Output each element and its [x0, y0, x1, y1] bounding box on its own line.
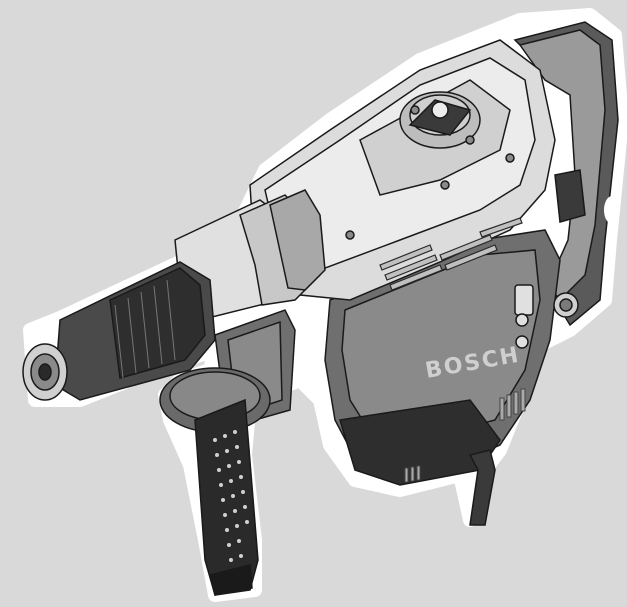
auxiliary-handle [159, 309, 296, 596]
grip-texture [213, 430, 249, 562]
rear-handle [513, 21, 620, 327]
power-cord [468, 449, 496, 526]
motor-housing: BOSCH [324, 229, 579, 486]
gear-housing [249, 39, 556, 301]
mode-selector-knob-icon [399, 91, 481, 149]
side-switch-icon [514, 284, 534, 316]
chuck [22, 261, 216, 401]
motor-vents [404, 388, 526, 483]
